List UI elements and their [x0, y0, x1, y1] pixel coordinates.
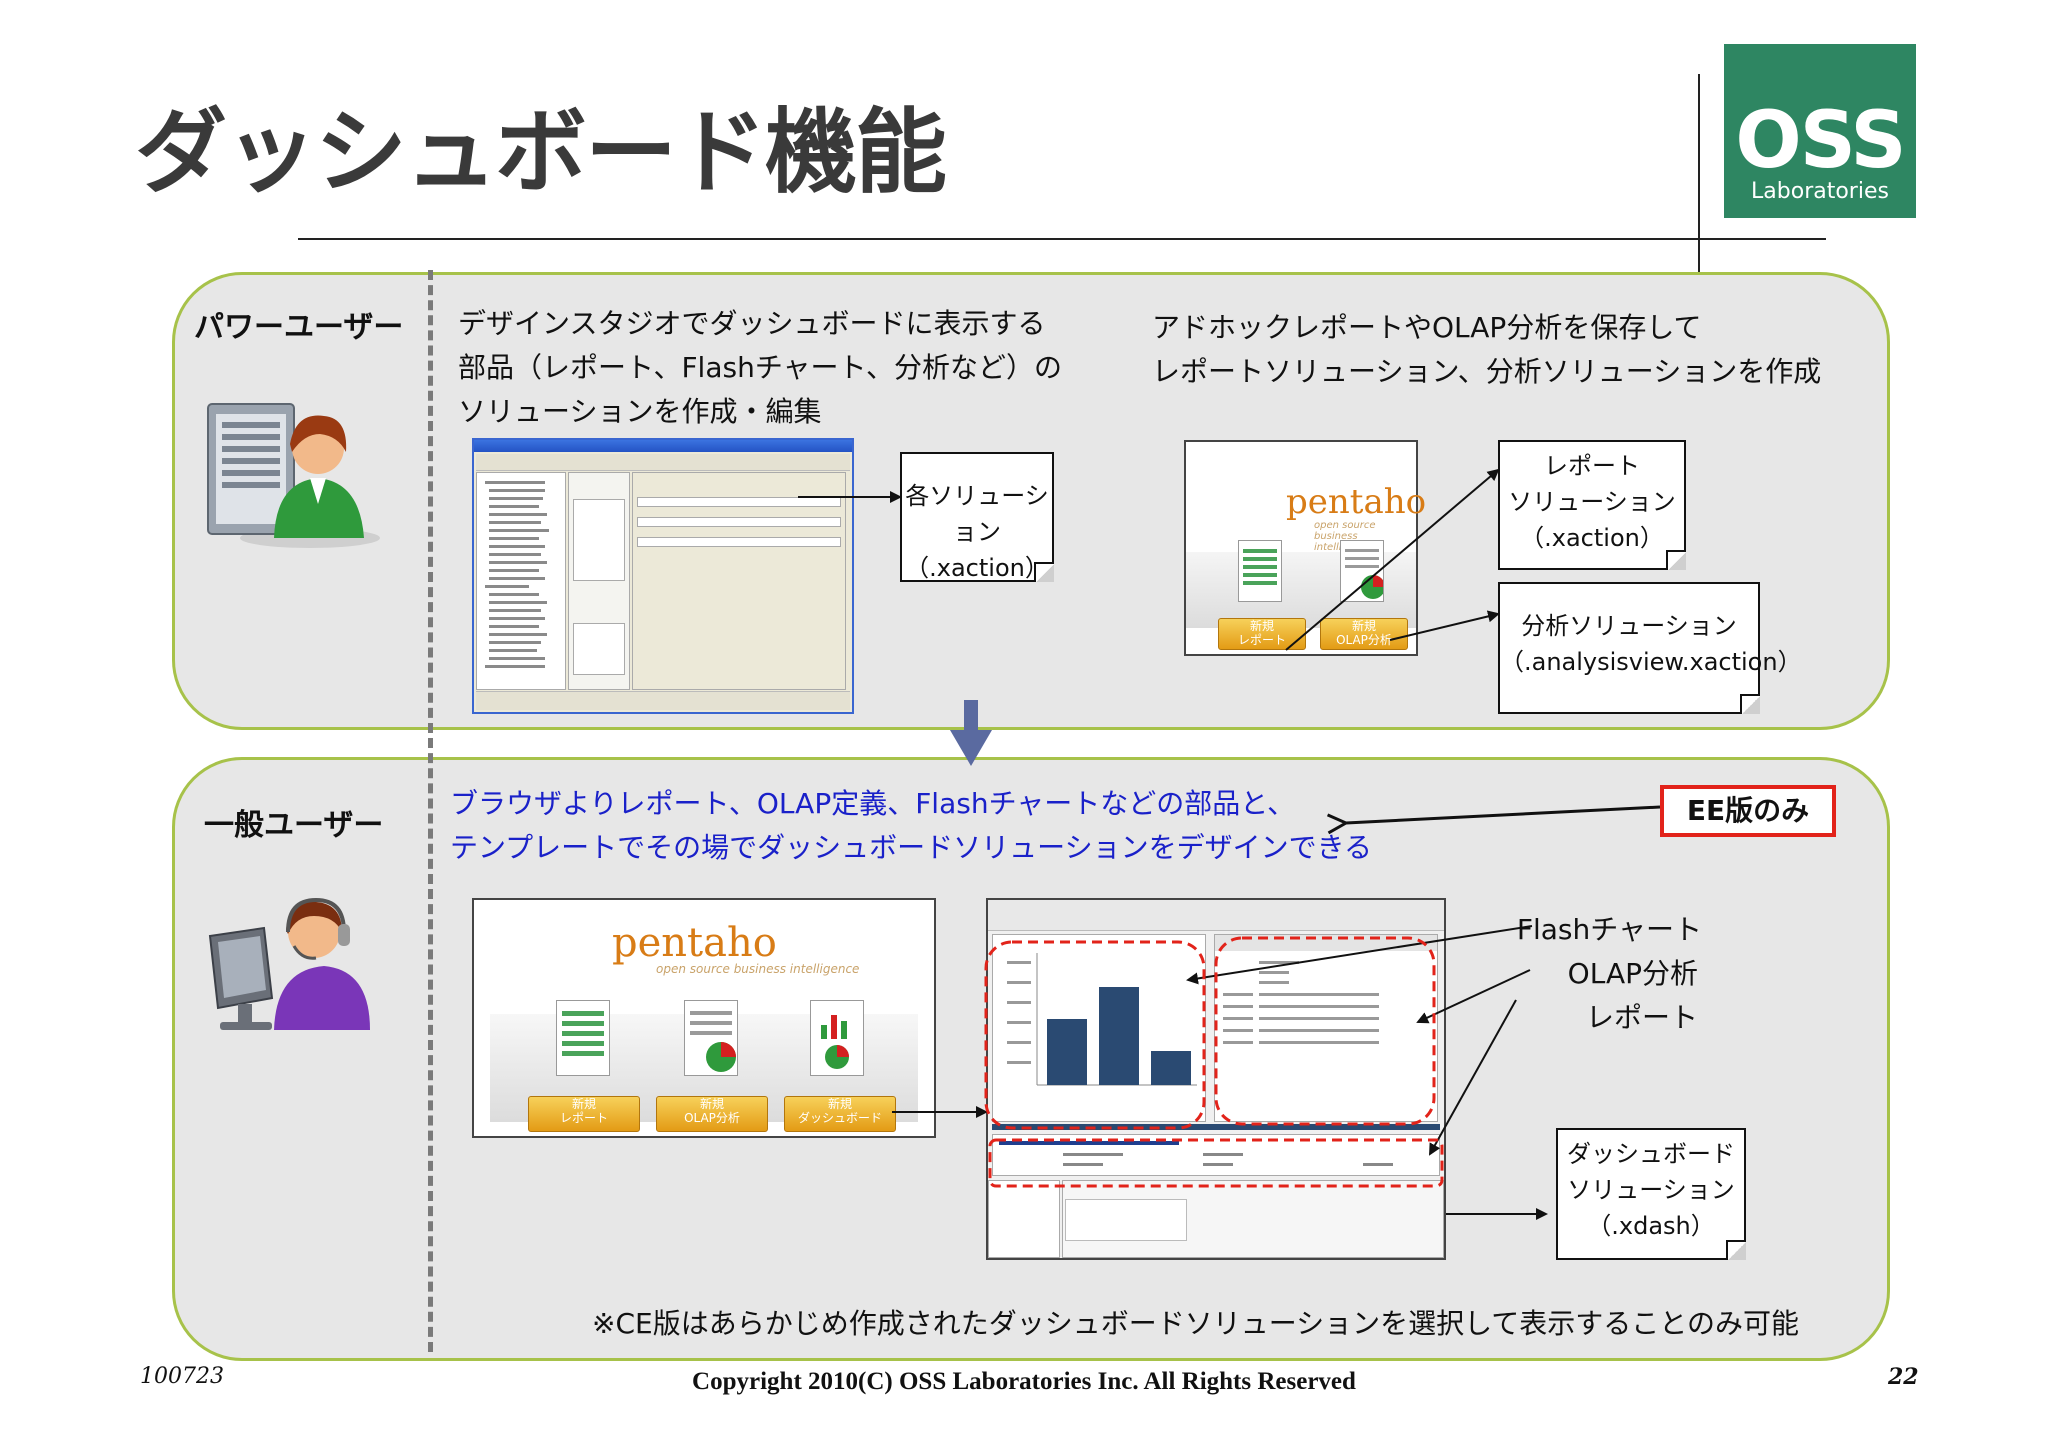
pentaho-logo: pentaho — [612, 920, 777, 966]
desc-line: アドホックレポートやOLAP分析を保存して — [1152, 311, 1702, 344]
logo-sub-text: Laboratories — [1751, 179, 1889, 204]
footer-date: 100723 — [140, 1364, 224, 1389]
arrow — [1416, 969, 1531, 1024]
desc-line: レポートソリューション、分析ソリューションを作成 — [1152, 355, 1822, 388]
note-fold — [1034, 562, 1054, 582]
properties-pane — [1062, 1180, 1444, 1258]
navigator-pane — [476, 472, 566, 690]
olap-panel — [1214, 934, 1438, 1122]
page-title: ダッシュボード機能 — [135, 99, 947, 206]
button-line: 新規 — [827, 1097, 852, 1111]
button-line: 新規 — [1351, 619, 1376, 633]
note-fold — [1726, 1240, 1746, 1260]
new-olap-button[interactable]: 新規 OLAP分析 — [656, 1096, 768, 1132]
dashboard-doc-icon — [810, 1000, 864, 1076]
report-doc-icon — [556, 1000, 610, 1076]
note-dashboard-solution: ダッシュボード ソリューション （.xdash） — [1556, 1128, 1746, 1260]
label-report: レポート — [1585, 1001, 1698, 1034]
power-user-desc-left: デザインスタジオでダッシュボードに表示する 部品（レポート、Flashチャート、… — [458, 302, 1062, 434]
ce-footnote: ※CE版はあらかじめ作成されたダッシュボードソリューションを選択して表示すること… — [592, 1307, 1800, 1340]
pentaho-tagline: open source business intelligence — [656, 962, 860, 976]
button-line: ダッシュボード — [797, 1111, 882, 1125]
footer-copyright: Copyright 2010(C) OSS Laboratories Inc. … — [692, 1368, 1356, 1395]
objects-pane — [988, 1180, 1060, 1258]
ee-only-badge: EE版のみ — [1660, 785, 1836, 837]
outline-pane — [568, 472, 630, 690]
desc-line: テンプレートでその場でダッシュボードソリューションをデザインできる — [450, 831, 1373, 864]
oss-logo: OSS Laboratories — [1724, 44, 1916, 218]
highlight-regions — [984, 936, 1444, 1188]
status-bar — [476, 691, 850, 710]
general-user-icon — [204, 880, 374, 1040]
note-line: 各ソリューション — [905, 482, 1049, 546]
title-divider — [298, 238, 1826, 240]
arrow — [1186, 925, 1533, 985]
note-xaction: 各ソリューション （.xaction） — [900, 452, 1054, 582]
note-line: レポート — [1544, 452, 1640, 480]
designer-toolbar — [988, 900, 1444, 931]
arrow — [1346, 805, 1661, 823]
note-fold — [1666, 550, 1686, 570]
report-doc-icon — [1238, 540, 1282, 602]
button-line: OLAP分析 — [1336, 633, 1392, 647]
new-olap-button[interactable]: 新規 OLAP分析 — [1320, 618, 1408, 650]
note-line: ダッシュボード — [1567, 1140, 1735, 1168]
desc-line: ブラウザよりレポート、OLAP定義、Flashチャートなどの部品と、 — [450, 787, 1296, 820]
page-number: 22 — [1888, 1364, 1919, 1390]
pentaho-console-screenshot-bottom: pentaho open source business intelligenc… — [472, 898, 936, 1138]
desc-line: ソリューションを作成・編集 — [458, 395, 822, 428]
note-line: （.xdash） — [1587, 1212, 1715, 1240]
note-line: （.xaction） — [905, 554, 1049, 582]
note-line: （.xaction） — [1520, 524, 1664, 552]
note-report-solution: レポート ソリューション （.xaction） — [1498, 440, 1686, 570]
label-olap: OLAP分析 — [1567, 957, 1698, 990]
label-flash-chart: Flashチャート — [1516, 913, 1702, 946]
arrow — [1389, 610, 1500, 641]
power-user-icon — [200, 378, 390, 558]
flash-chart-panel — [992, 934, 1206, 1122]
editor-pane — [632, 472, 846, 690]
arrow — [1429, 999, 1517, 1156]
button-line: 新規 — [699, 1097, 724, 1111]
desc-line: デザインスタジオでダッシュボードに表示する — [458, 307, 1046, 340]
button-line: レポート — [559, 1111, 608, 1125]
olap-doc-icon — [1340, 540, 1385, 602]
general-user-desc: ブラウザよりレポート、OLAP定義、Flashチャートなどの部品と、 テンプレー… — [450, 782, 1372, 870]
down-arrow — [950, 700, 992, 766]
note-fold — [1740, 694, 1760, 714]
button-line: OLAP分析 — [684, 1111, 740, 1125]
note-analysis-solution: 分析ソリューション （.analysisview.xaction） — [1498, 582, 1802, 714]
window-titlebar — [474, 440, 852, 452]
button-line: 新規 — [1249, 619, 1274, 633]
note-line: ソリューション — [1508, 488, 1676, 516]
button-line: 新規 — [571, 1097, 596, 1111]
title-vertical-divider — [1698, 74, 1700, 272]
window-toolbar — [476, 454, 850, 471]
design-studio-screenshot — [472, 438, 854, 714]
power-user-label: パワーユーザー — [194, 310, 404, 345]
button-line: レポート — [1237, 633, 1286, 647]
arrow — [1285, 468, 1500, 651]
power-user-desc-right: アドホックレポートやOLAP分析を保存して レポートソリューション、分析ソリュー… — [1152, 306, 1821, 394]
note-line: 分析ソリューション — [1521, 612, 1737, 640]
new-report-button[interactable]: 新規 レポート — [528, 1096, 640, 1132]
pentaho-logo: pentaho — [1286, 482, 1427, 522]
note-line: （.analysisview.xaction） — [1500, 648, 1802, 676]
logo-main-text: OSS — [1735, 96, 1906, 186]
desc-line: 部品（レポート、Flashチャート、分析など）の — [458, 351, 1062, 384]
general-user-label: 一般ユーザー — [204, 808, 384, 843]
new-dashboard-button[interactable]: 新規 ダッシュボード — [784, 1096, 896, 1132]
olap-doc-icon — [684, 1000, 738, 1076]
note-line: ソリューション — [1567, 1176, 1735, 1204]
dashed-divider — [428, 270, 433, 1352]
